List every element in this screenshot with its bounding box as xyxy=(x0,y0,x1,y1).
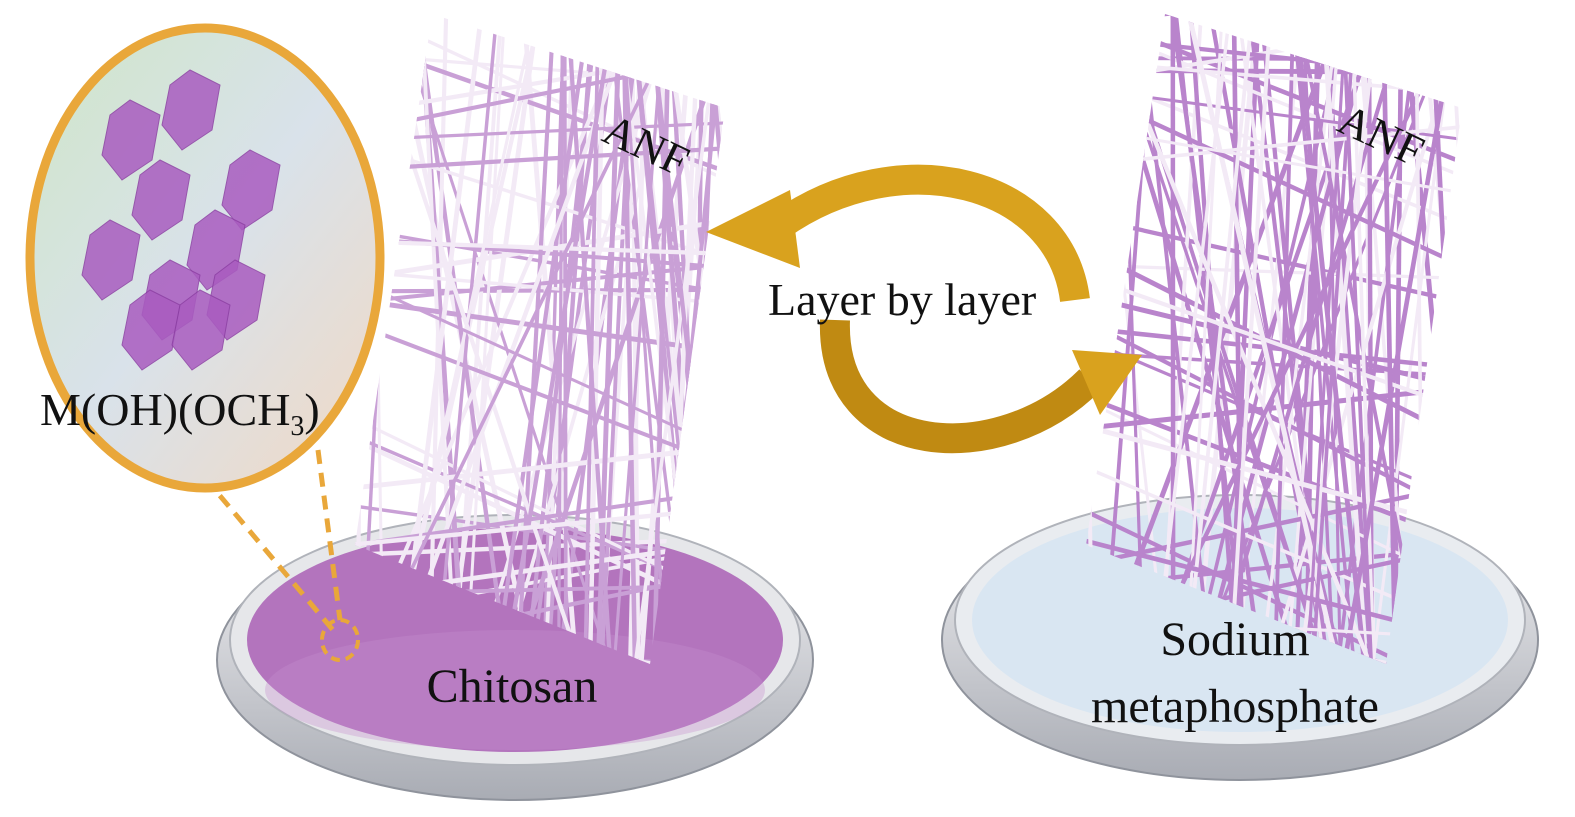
fiber xyxy=(1151,14,1233,664)
mof-flakes xyxy=(81,69,281,371)
flake xyxy=(161,69,221,151)
arrow-bottom xyxy=(819,319,1101,454)
fiber xyxy=(355,238,725,257)
fiber xyxy=(1380,14,1398,664)
callout-line xyxy=(203,476,340,638)
flake xyxy=(131,159,191,241)
fiber xyxy=(583,14,601,664)
cycle-label: Layer by layer xyxy=(768,274,1036,325)
cycle-arrows xyxy=(706,164,1142,454)
fiber xyxy=(1369,14,1459,664)
metaphosphate-label: metaphosphate xyxy=(1091,680,1379,733)
fiber xyxy=(355,272,725,458)
fiber xyxy=(355,443,725,492)
fiber xyxy=(562,14,568,664)
flake xyxy=(101,99,161,181)
arrowhead-left xyxy=(706,190,800,268)
fiber xyxy=(356,14,690,664)
fiber xyxy=(1305,14,1349,664)
fiber xyxy=(1086,263,1462,281)
fiber xyxy=(651,14,672,664)
chitosan-dish xyxy=(216,514,814,801)
inset-magnifier: M(OH)(OCH3) xyxy=(25,23,385,662)
fiber xyxy=(587,14,607,664)
flake xyxy=(81,219,141,301)
fiber xyxy=(1339,14,1462,664)
fiber xyxy=(491,14,593,664)
inset-formula: M(OH)(OCH3) xyxy=(40,384,320,442)
arrow-top xyxy=(771,164,1090,303)
fiber xyxy=(355,316,725,473)
fiber xyxy=(1290,14,1358,664)
fiber xyxy=(631,14,724,664)
fiber xyxy=(1231,14,1245,664)
callout-line xyxy=(315,449,343,621)
fiber xyxy=(704,14,725,664)
arrowhead-right xyxy=(1072,350,1142,415)
fiber xyxy=(1227,14,1274,664)
fiber xyxy=(1291,14,1369,664)
fiber xyxy=(595,14,623,664)
flake xyxy=(171,289,231,371)
fiber xyxy=(1448,14,1462,664)
fiber xyxy=(1086,313,1462,523)
fiber xyxy=(1227,14,1262,664)
fiber xyxy=(1340,14,1374,664)
fiber xyxy=(1086,324,1462,372)
sodium-label: Sodium xyxy=(1160,613,1309,666)
chitosan-label: Chitosan xyxy=(427,660,598,713)
fiber xyxy=(1272,14,1296,664)
fiber xyxy=(355,295,725,357)
fiber xyxy=(418,14,458,664)
callout-circle xyxy=(320,618,360,662)
fiber xyxy=(433,14,500,664)
fiber xyxy=(621,14,638,664)
fiber xyxy=(1086,67,1462,75)
fiber xyxy=(1086,14,1462,25)
fiber xyxy=(1086,480,1462,569)
fiber xyxy=(1086,383,1462,432)
fiber xyxy=(611,14,667,664)
fiber xyxy=(619,14,670,664)
fiber xyxy=(1086,271,1462,416)
fiber xyxy=(355,51,725,87)
fiber xyxy=(443,14,542,664)
fiber xyxy=(1183,14,1256,664)
fiber xyxy=(1334,14,1422,664)
fiber xyxy=(1207,14,1413,664)
